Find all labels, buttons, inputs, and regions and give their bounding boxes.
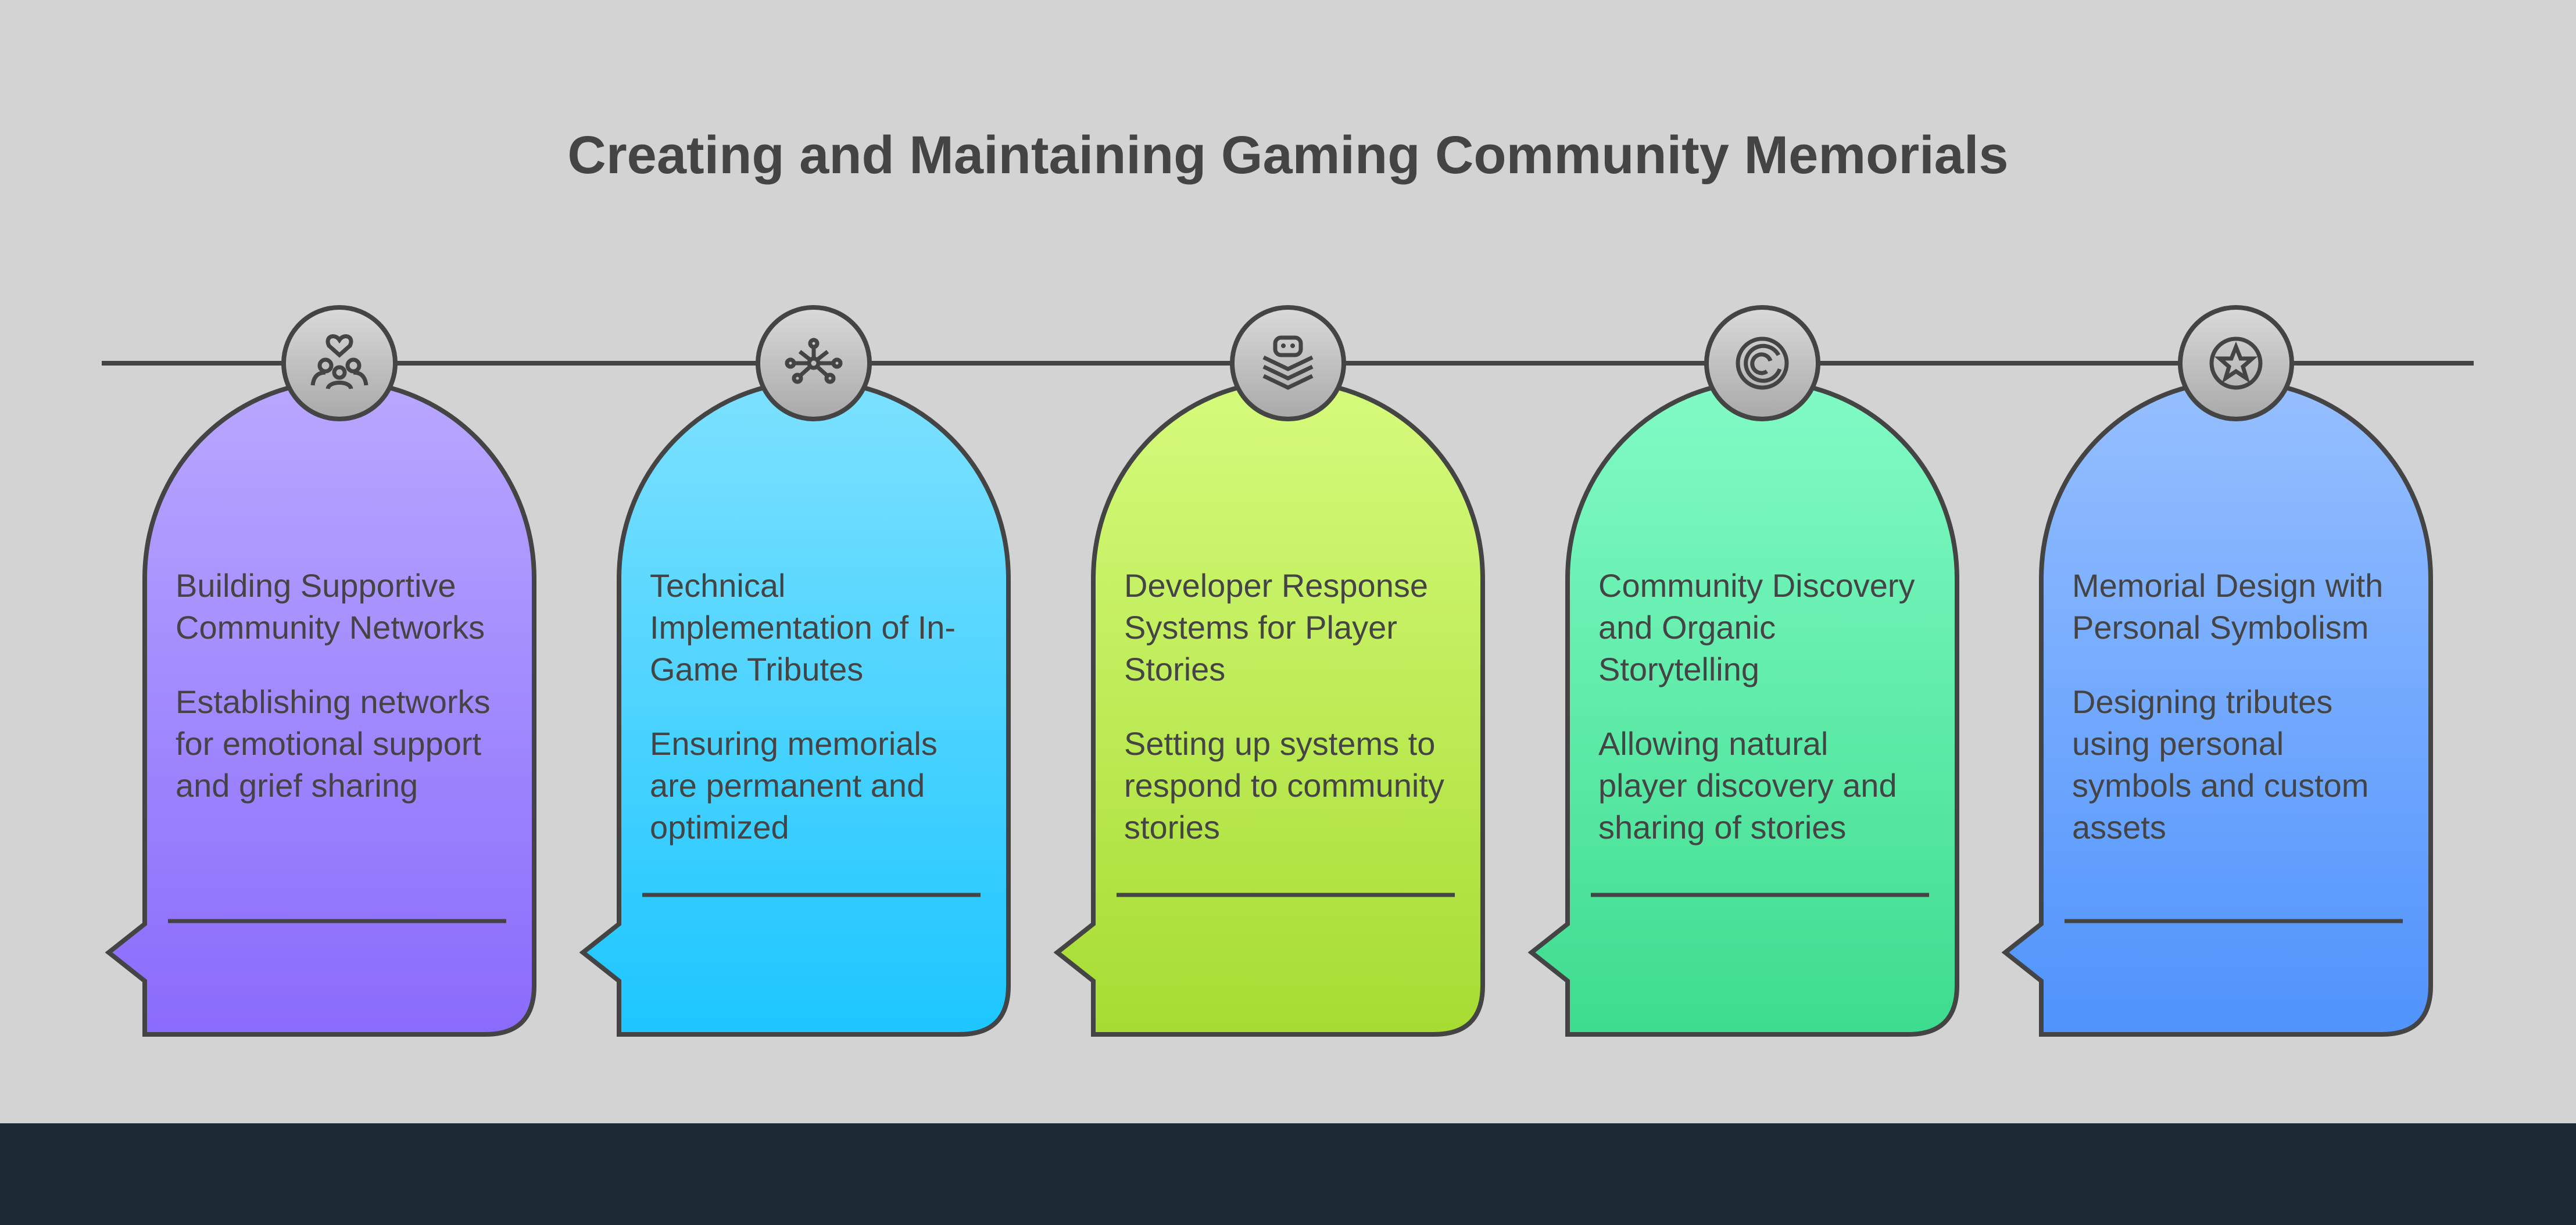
- network-nodes-icon: [756, 305, 872, 421]
- card-1: [105, 378, 536, 1037]
- card-title: Technical Implementation of In-Game Trib…: [650, 567, 956, 687]
- page-title: Creating and Maintaining Gaming Communit…: [567, 126, 2009, 185]
- card-description: Designing tributes using personal symbol…: [2072, 683, 2369, 846]
- card-title: Developer Response Systems for Player St…: [1124, 567, 1428, 687]
- card-5: [2001, 378, 2433, 1037]
- card-text: Developer Response Systems for Player St…: [1124, 565, 1450, 848]
- card-text: Community Discovery and Organic Storytel…: [1598, 565, 1924, 848]
- card-3: [1053, 378, 1485, 1037]
- card-description: Ensuring memorials are permanent and opt…: [650, 725, 938, 846]
- gamepad-layers-icon: [1230, 305, 1346, 421]
- card-title: Memorial Design with Personal Symbolism: [2072, 567, 2384, 646]
- card-text: Technical Implementation of In-Game Trib…: [650, 565, 975, 848]
- star-circle-icon: [2178, 305, 2294, 421]
- card-shape: [1053, 378, 1485, 1037]
- footer-bar: [0, 1123, 2576, 1225]
- card-title: Building Supportive Community Networks: [176, 567, 485, 646]
- card-description: Establishing networks for emotional supp…: [176, 683, 491, 804]
- card-description: Allowing natural player discovery and sh…: [1598, 725, 1897, 846]
- card-2: [579, 378, 1011, 1037]
- card-description: Setting up systems to respond to communi…: [1124, 725, 1444, 846]
- card-shape: [1527, 378, 1959, 1037]
- card-title: Community Discovery and Organic Storytel…: [1598, 567, 1915, 687]
- card-shape: [579, 378, 1011, 1037]
- card-shape: [2001, 378, 2433, 1037]
- community-heart-icon: [281, 305, 398, 421]
- spiral-icon: [1704, 305, 1820, 421]
- card-shape: [105, 378, 536, 1037]
- card-4: [1527, 378, 1959, 1037]
